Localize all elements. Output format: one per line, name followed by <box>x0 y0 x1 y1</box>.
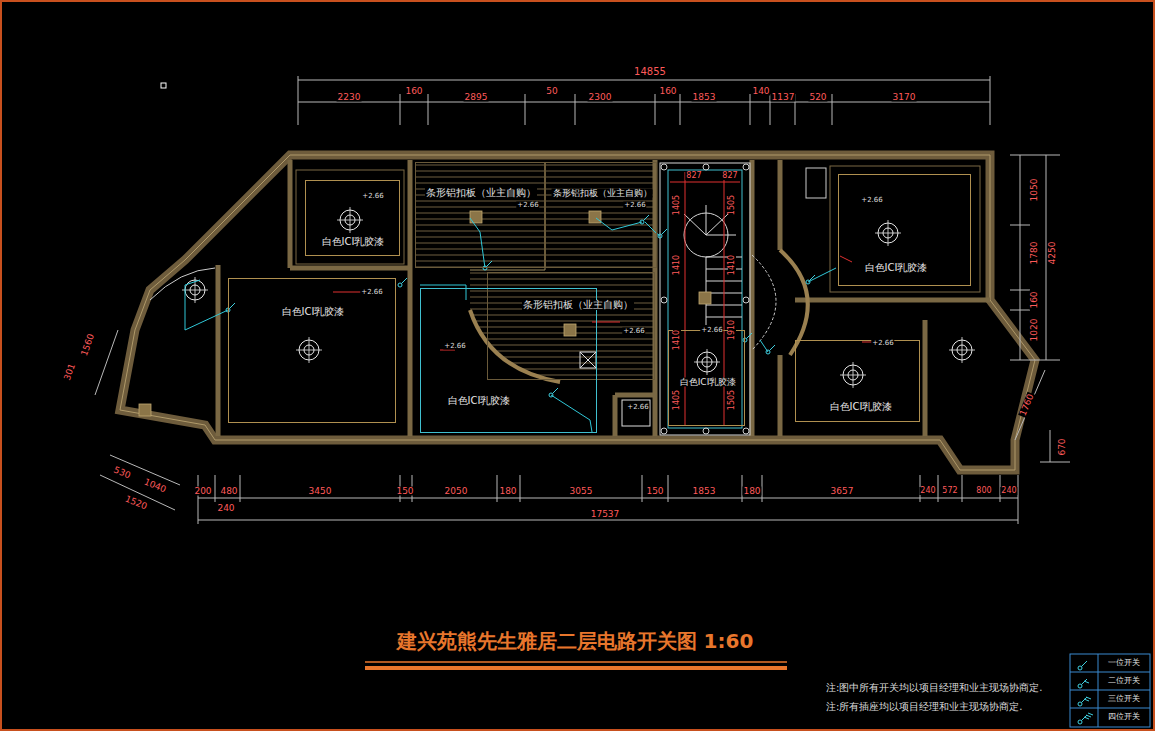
dimension: 140 <box>751 87 770 96</box>
ceiling-zone: 条形铝扣板（业主自购） <box>415 162 545 268</box>
dimension: 1410 <box>728 254 736 276</box>
ceiling-zone: 白色ICI乳胶漆 <box>795 340 920 422</box>
elevation-mark: +2.66 <box>443 343 466 350</box>
dimension: 1853 <box>692 93 717 102</box>
dimension: 1505 <box>728 389 736 411</box>
elevation-mark: +2.66 <box>700 327 723 334</box>
dimension: 17537 <box>590 510 621 519</box>
dimension: 1137 <box>771 93 796 102</box>
dimension: 3170 <box>892 93 917 102</box>
dimension: 50 <box>545 87 558 96</box>
dimension: 4250 <box>1048 241 1057 266</box>
zone-label: 条形铝扣板（业主自购） <box>425 188 537 198</box>
zone-label: 条形铝扣板（业主自购） <box>522 300 634 310</box>
dimension: 150 <box>645 487 664 496</box>
legend-text: 二位开关 <box>1107 677 1141 685</box>
zone-label: 白色ICI乳胶漆 <box>864 263 929 273</box>
dimension: 150 <box>395 487 414 496</box>
zone-label: 白色ICI乳胶漆 <box>829 402 894 412</box>
dimension: 14855 <box>633 67 667 77</box>
elevation-mark: +2.66 <box>860 197 883 204</box>
dimension: 800 <box>975 487 992 495</box>
dimension: 1520 <box>123 494 149 512</box>
dimension: 1560 <box>80 332 97 358</box>
elevation-mark: +2.66 <box>361 193 384 200</box>
legend-text: 四位开关 <box>1107 713 1141 721</box>
zone-label: 白色ICI乳胶漆 <box>447 396 512 406</box>
zone-label: 白色ICI乳胶漆 <box>679 378 738 387</box>
dimension: 160 <box>1030 290 1039 309</box>
dimension: 827 <box>685 172 702 180</box>
dimension: 572 <box>941 487 958 495</box>
dimension: 160 <box>658 87 677 96</box>
dimension: 1910 <box>728 319 736 341</box>
dimension: 480 <box>219 487 238 496</box>
dimension: 1853 <box>692 487 717 496</box>
elevation-mark: +2.66 <box>871 340 894 347</box>
legend-text: 三位开关 <box>1107 695 1141 703</box>
dimension: 2050 <box>444 487 469 496</box>
dimension: 1405 <box>673 389 681 411</box>
drawing-title: 建兴苑熊先生雅居二层电路开关图 1:60 <box>396 631 755 651</box>
dimension: 670 <box>1058 437 1067 456</box>
dimension: 1050 <box>1030 178 1039 203</box>
dimension: 3450 <box>308 487 333 496</box>
dimension: 1760 <box>1018 392 1036 418</box>
dimension: 2230 <box>337 93 362 102</box>
elevation-mark: +2.66 <box>622 328 645 335</box>
dimension: 240 <box>1000 487 1017 495</box>
ceiling-zone: 白色ICI乳胶漆 <box>305 180 400 256</box>
dimension: 2895 <box>464 93 489 102</box>
dimension: 1505 <box>728 194 736 216</box>
elevation-mark: +2.66 <box>623 202 646 209</box>
ceiling-zone: 白色ICI乳胶漆 <box>228 278 396 423</box>
elevation-mark: +2.66 <box>360 289 383 296</box>
dimension: 160 <box>404 87 423 96</box>
zone-label: 白色ICI乳胶漆 <box>281 307 346 317</box>
dimension: 1040 <box>142 477 168 495</box>
dimension: 200 <box>193 487 212 496</box>
ceiling-zone: 白色ICI乳胶漆 <box>838 174 971 286</box>
dimension: 180 <box>742 487 761 496</box>
dimension: 180 <box>498 487 517 496</box>
dimension: 530 <box>111 465 132 481</box>
note: 注:所有插座均以项目经理和业主现场协商定. <box>825 702 1024 712</box>
dimension: 1780 <box>1030 241 1039 266</box>
dimension: 3055 <box>569 487 594 496</box>
dimension: 240 <box>919 487 936 495</box>
elevation-mark: +2.66 <box>626 404 649 411</box>
dimension: 520 <box>808 93 827 102</box>
dimension: 240 <box>216 504 235 513</box>
dimension: 1405 <box>673 194 681 216</box>
elevation-mark: +2.66 <box>516 202 539 209</box>
dimension: 1020 <box>1030 318 1039 343</box>
note: 注:图中所有开关均以项目经理和业主现场协商定. <box>825 683 1044 693</box>
zone-label: 白色ICI乳胶漆 <box>321 237 386 247</box>
dimension: 3657 <box>830 487 855 496</box>
legend-text: 一位开关 <box>1107 659 1141 667</box>
dimension: 1410 <box>673 254 681 276</box>
dimension: 301 <box>62 361 77 382</box>
zone-label: 条形铝扣板（业主自购） <box>552 189 653 198</box>
dimension: 827 <box>721 172 738 180</box>
dimension: 1410 <box>673 329 681 351</box>
dimension: 2300 <box>588 93 613 102</box>
ceiling-zone: 条形铝扣板（业主自购） <box>545 162 657 268</box>
